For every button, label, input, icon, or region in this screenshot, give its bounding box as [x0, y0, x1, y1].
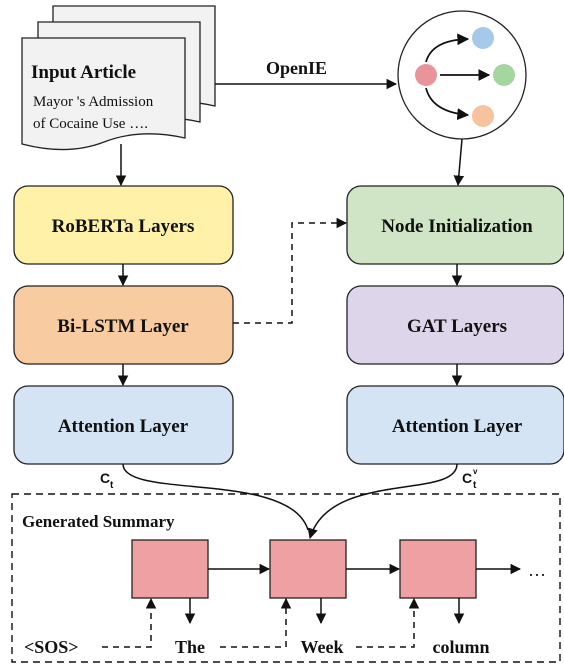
input-article-line1: Mayor 's Admission: [33, 94, 154, 110]
input-article-line2: of Cocaine Use ….: [33, 116, 148, 132]
decoder-cell-3: [399, 539, 477, 599]
left-context-var: C: [100, 470, 110, 486]
openie-label: OpenIE: [266, 58, 327, 78]
graph-edge-to-orange: [425, 87, 470, 121]
token-the: The: [175, 637, 205, 657]
token-sos: <SOS>: [24, 637, 79, 657]
graph-node-green: [493, 64, 515, 86]
generated-summary-region: [11, 493, 561, 663]
feed-sos-to-cell-1: [102, 597, 157, 648]
token-week: Week: [301, 637, 344, 657]
right-context-curve: [307, 463, 458, 540]
roberta-label: RoBERTa Layers: [52, 216, 195, 237]
graph-edge-to-blue: [425, 33, 470, 63]
gat-box: [346, 285, 564, 365]
graph-node-blue: [472, 27, 494, 49]
input-article-stack: Input Article Mayor 's Admission of Coca…: [21, 5, 216, 151]
left-context-vector-label: C t: [100, 470, 114, 491]
decoder-cell-2: [269, 539, 347, 599]
left-context-curve: [122, 463, 309, 531]
right-context-sub: t: [473, 480, 477, 491]
bilstm-label: Bi-LSTM Layer: [57, 316, 189, 337]
generated-summary-label: Generated Summary: [22, 512, 175, 531]
node-init-label: Node Initialization: [381, 216, 533, 237]
dashed-link-bilstm-to-node-init: [233, 217, 348, 324]
left-context-sub: t: [110, 480, 114, 491]
right-attention-label: Attention Layer: [392, 416, 523, 437]
right-context-sup: v: [473, 467, 478, 476]
right-attention-box: [346, 385, 564, 465]
feed-the-to-cell-2: [220, 597, 292, 648]
right-context-vector-label: C v t: [462, 467, 478, 491]
sequence-ellipsis: …: [528, 560, 546, 580]
article-page-front: [21, 37, 186, 151]
knowledge-graph: [397, 10, 527, 140]
left-attention-label: Attention Layer: [58, 416, 189, 437]
decoder-cell-1: [131, 539, 209, 599]
feed-week-to-cell-3: [356, 597, 420, 648]
gat-label: GAT Layers: [407, 316, 507, 337]
input-article-title: Input Article: [31, 62, 136, 83]
graph-node-red: [415, 64, 437, 86]
right-context-var: C: [462, 470, 472, 486]
graph-node-orange: [472, 105, 494, 127]
arrow-graph-to-node-init: [453, 138, 465, 187]
token-column: column: [432, 637, 489, 657]
